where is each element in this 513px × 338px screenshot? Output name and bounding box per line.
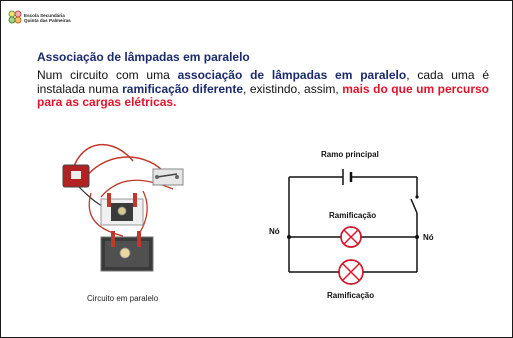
paragraph-emphasis-2: ramificação diferente <box>122 81 243 96</box>
slide-title: Associação de lâmpadas em paralelo <box>37 50 250 64</box>
paragraph-text-3: , existindo, assim, <box>243 81 343 96</box>
node-left-dot <box>287 235 291 239</box>
lower-branch-label: Ramificação <box>327 291 375 300</box>
node-left-label: Nó <box>269 227 280 236</box>
school-logo-icon <box>8 10 22 24</box>
upper-branch-label: Ramificação <box>329 211 377 220</box>
paragraph-emphasis-1: associação de lâmpadas em paralelo <box>177 68 407 82</box>
paragraph-text-2: , cada uma é instalada numa <box>37 68 490 96</box>
school-name: Escola Secundária Quinta das Palmeiras <box>24 13 71 24</box>
node-right-label: Nó <box>423 233 434 242</box>
paragraph-emphasis-3: mais do que um percurso para as cargas e… <box>37 81 490 109</box>
paragraph-text-1: Num circuito com uma <box>37 68 178 82</box>
parallel-circuit-diagram: Ramo principal Ramificação Nó Nó Ramific… <box>261 141 461 311</box>
school-name-line1: Escola Secundária <box>24 13 65 18</box>
node-right-dot <box>415 235 419 239</box>
photo-caption: Circuito em paralelo <box>87 294 159 303</box>
circuit-photo <box>62 144 184 272</box>
main-branch-label: Ramo principal <box>321 150 379 159</box>
school-name-line2: Quinta das Palmeiras <box>24 18 71 24</box>
description-paragraph: Num circuito com uma associação de lâmpa… <box>37 68 490 110</box>
